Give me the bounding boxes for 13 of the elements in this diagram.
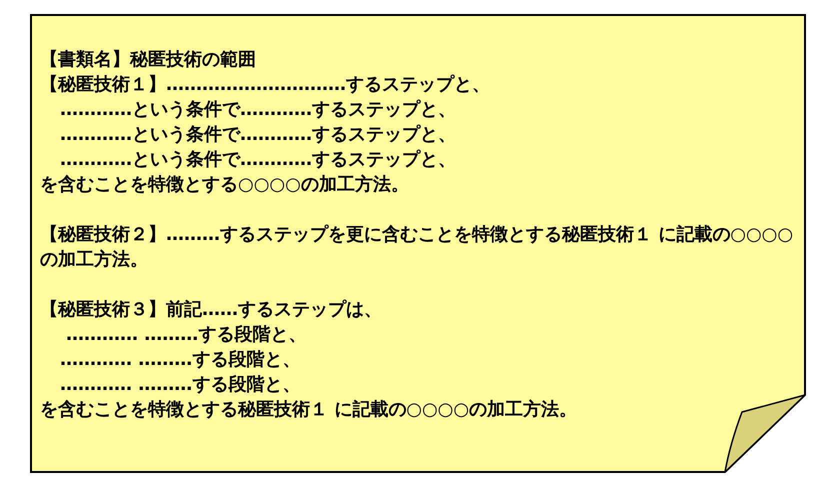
claim-text: ………… ………する段階と、: [66, 323, 306, 347]
sticky-note: [30, 14, 806, 473]
claim-text: …………という条件で…………するステップと、: [60, 123, 456, 147]
claim-text: …………という条件で…………するステップと、: [60, 148, 456, 172]
claim-text: …………という条件で…………するステップと、: [60, 98, 456, 122]
claim-text: を含むことを特徴とする秘匿技術１ に記載の○○○○の加工方法。: [40, 398, 578, 422]
claim-text: 【秘匿技術２】………するステップを更に含むことを特徴とする秘匿技術１ に記載の○○○○の加工方法。: [40, 223, 794, 272]
claim-text: 【秘匿技術１】…………………………するステップと、: [40, 73, 490, 97]
claim-text: を含むことを特徴とする○○○○の加工方法。: [40, 173, 409, 197]
claim-text: ………… ………する段階と、: [60, 348, 300, 372]
claim-text: ………… ………する段階と、: [60, 373, 300, 397]
claim-text: 【秘匿技術３】前記……するステップは、: [40, 298, 382, 322]
document-heading: 【書類名】秘匿技術の範囲: [40, 48, 256, 72]
